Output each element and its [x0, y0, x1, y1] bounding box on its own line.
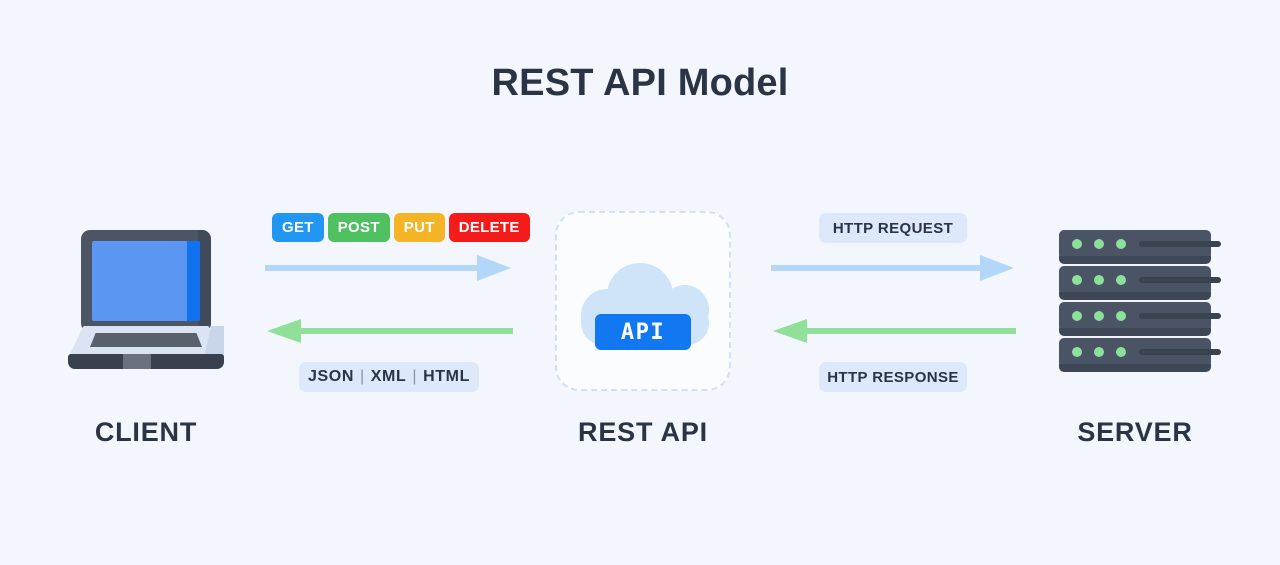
- api-pill-label: API: [620, 319, 666, 345]
- http-response-chip: HTTP RESPONSE: [819, 362, 967, 392]
- api-pill[interactable]: API: [595, 314, 691, 350]
- server-label: SERVER: [1077, 417, 1193, 447]
- server-slot: [1139, 277, 1221, 283]
- format-html: HTML: [423, 368, 470, 385]
- arrow-api-to-server-request: [771, 255, 1014, 281]
- server-led: [1116, 239, 1126, 249]
- client-laptop-icon: [68, 230, 224, 372]
- rest-api-card: [555, 211, 731, 391]
- server-led: [1094, 239, 1104, 249]
- server-led: [1072, 239, 1082, 249]
- http-method-get-label: GET: [282, 219, 314, 236]
- laptop-screen-strip: [187, 241, 200, 321]
- server-rack-foot: [1059, 328, 1211, 336]
- laptop-screen: [92, 241, 200, 321]
- http-method-put[interactable]: PUT: [393, 213, 445, 242]
- rest-api-label: REST API: [578, 417, 708, 447]
- server-led: [1094, 347, 1104, 357]
- server-led: [1072, 347, 1082, 357]
- server-led: [1094, 275, 1104, 285]
- http-request-chip: HTTP REQUEST: [819, 213, 967, 243]
- format-separator-1: |: [360, 368, 365, 385]
- server-rack-foot: [1059, 292, 1211, 300]
- arrow-client-to-api-request: [265, 255, 511, 281]
- server-rack-unit: [1059, 230, 1221, 260]
- client-label: CLIENT: [94, 417, 198, 447]
- arrow-server-to-api-response: [773, 319, 1016, 343]
- server-rack-unit: [1059, 266, 1221, 296]
- server-led: [1072, 311, 1082, 321]
- response-formats-chip: JSON | XML | HTML: [299, 362, 479, 392]
- http-method-delete-label: DELETE: [458, 219, 520, 236]
- server-slot: [1139, 349, 1221, 355]
- server-slot: [1139, 313, 1221, 319]
- server-rack-icon: [1059, 230, 1221, 372]
- server-rack-foot: [1059, 364, 1211, 372]
- arrow-api-to-client-response: [267, 319, 513, 343]
- server-led: [1116, 347, 1126, 357]
- laptop-lid: [81, 230, 211, 332]
- laptop-keyboard: [90, 333, 202, 347]
- http-method-post-label: POST: [337, 219, 380, 236]
- format-separator-2: |: [412, 368, 418, 385]
- server-led: [1116, 311, 1126, 321]
- server-led: [1072, 275, 1082, 285]
- format-xml: XML: [370, 368, 407, 385]
- server-rack-unit: [1059, 302, 1221, 332]
- laptop-trackpad-notch: [123, 354, 151, 369]
- server-led: [1094, 311, 1104, 321]
- http-method-delete[interactable]: DELETE: [448, 213, 530, 242]
- http-method-get[interactable]: GET: [272, 213, 324, 242]
- format-json: JSON: [308, 368, 355, 385]
- http-method-badges: GET POST PUT DELETE: [272, 213, 530, 242]
- page-title: REST API Model: [491, 62, 789, 104]
- http-method-put-label: PUT: [403, 219, 435, 236]
- laptop-lid-side: [198, 230, 211, 332]
- server-rack-unit: [1059, 338, 1221, 368]
- server-rack-foot: [1059, 256, 1211, 264]
- server-slot: [1139, 241, 1221, 247]
- server-led: [1116, 275, 1126, 285]
- http-method-post[interactable]: POST: [327, 213, 390, 242]
